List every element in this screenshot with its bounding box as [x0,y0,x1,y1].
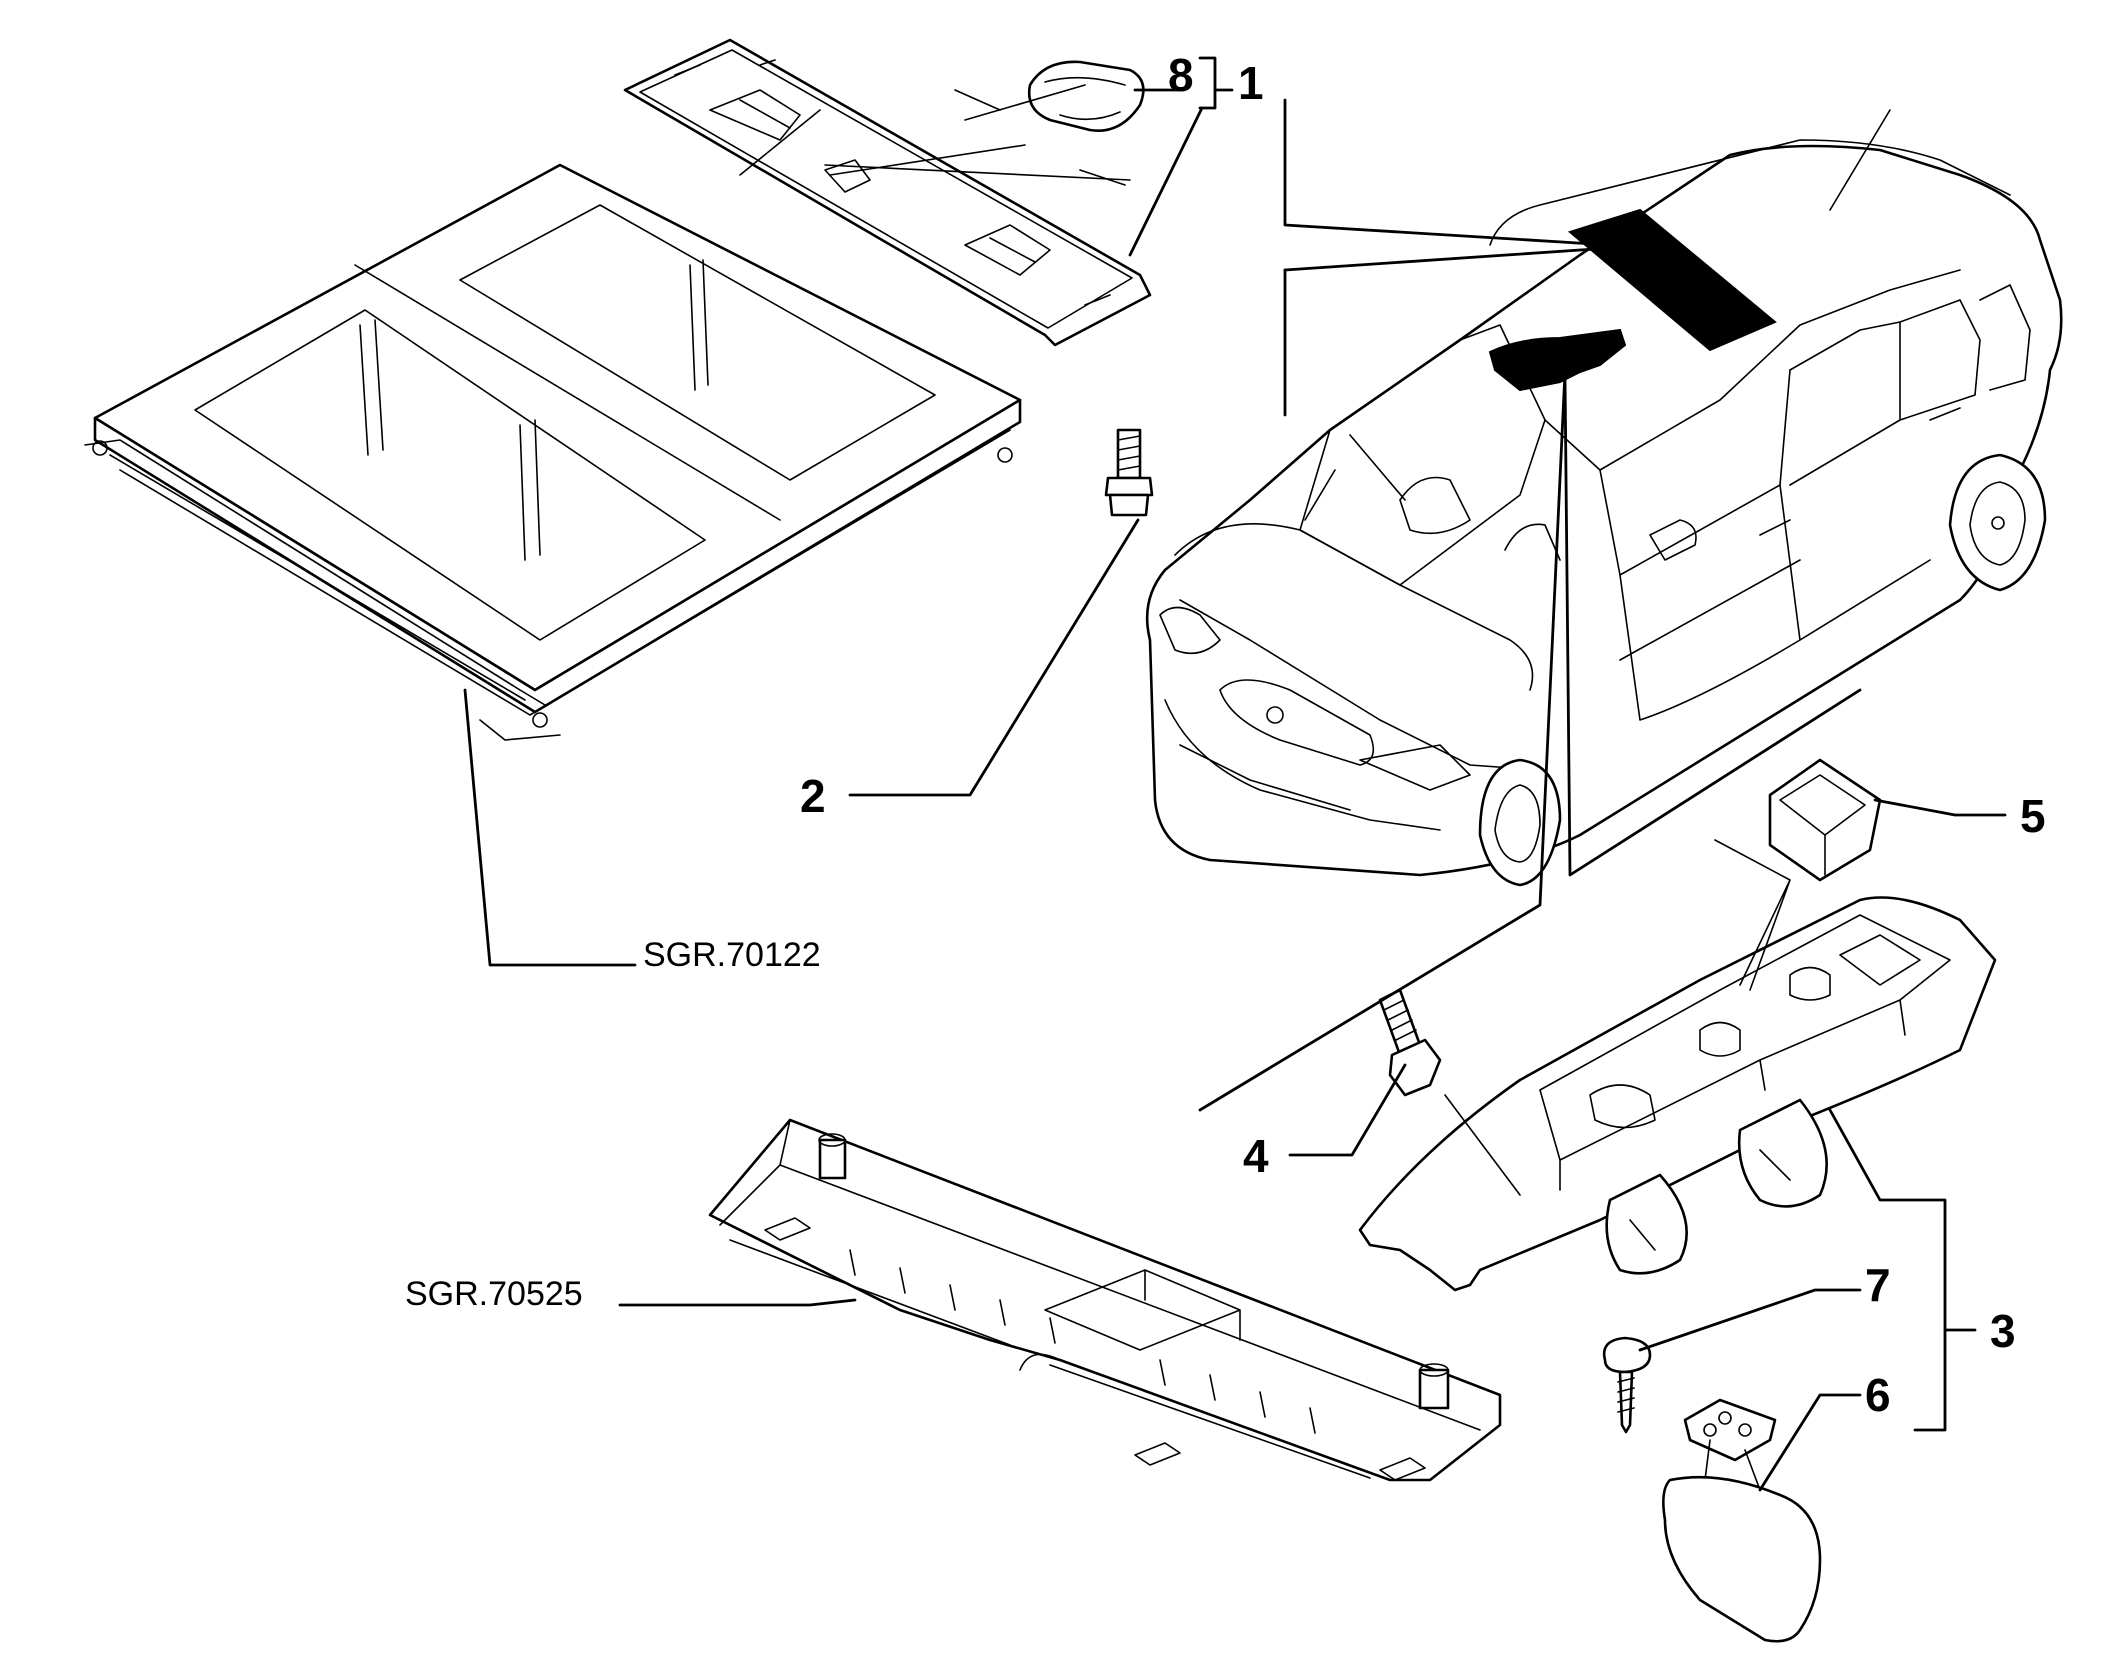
part-6-drawing [1662,1398,1822,1643]
reference-roof-group[interactable]: SGR.70122 [643,936,821,974]
reference-headliner-group[interactable]: SGR.70525 [405,1275,583,1313]
callout-part-3[interactable]: 3 [1990,1305,2016,1357]
callout-part-8[interactable]: 8 [1168,49,1194,101]
part-4-drawing [1378,988,1442,1097]
callout-part-6[interactable]: 6 [1865,1369,1891,1421]
callout-part-5[interactable]: 5 [2020,790,2046,842]
part-7-drawing [1602,1336,1652,1434]
callout-part-7[interactable]: 7 [1865,1259,1891,1311]
part-8-drawing [1027,60,1145,133]
callout-part-1[interactable]: 1 [1238,57,1264,109]
roof-panel-drawing [84,163,1022,741]
car-drawing [1145,109,2063,887]
part-1-drawing [623,38,1152,347]
part-5-drawing [1768,758,1882,882]
callout-part-2[interactable]: 2 [800,770,826,822]
callout-part-4[interactable]: 4 [1243,1130,1269,1182]
headliner-panel-drawing [708,1118,1502,1482]
part-2-drawing [1104,428,1154,517]
leader-lines [463,56,2007,1492]
